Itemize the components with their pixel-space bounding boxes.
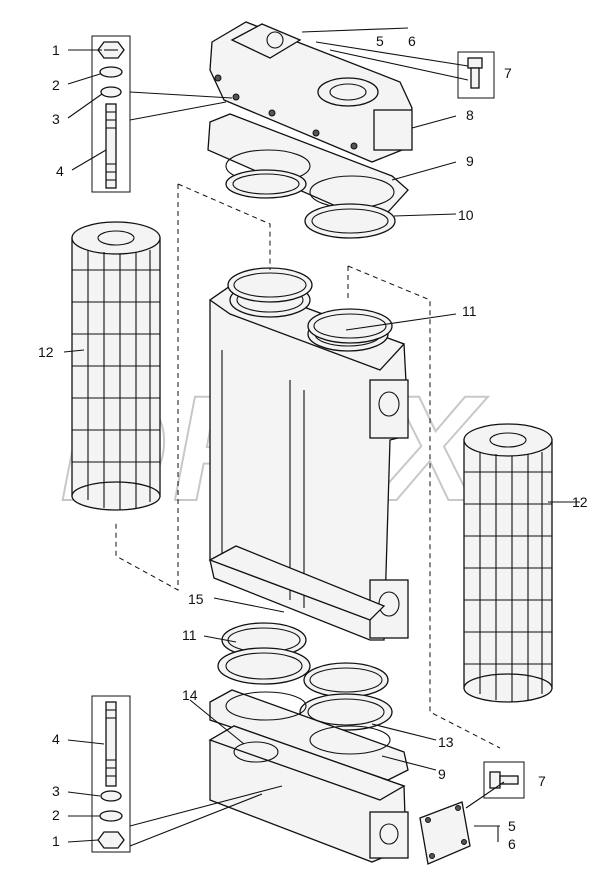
callout-c11-top: 11 xyxy=(462,303,477,319)
callout-c3-top: 3 xyxy=(52,111,60,127)
alignment-lines xyxy=(115,183,501,749)
bottom-nut xyxy=(97,831,125,849)
top-washer-2 xyxy=(99,66,123,78)
callout-c12-right: 12 xyxy=(572,494,588,510)
callout-c6-top: 6 xyxy=(408,33,416,49)
top-o-ring xyxy=(225,169,396,239)
callout-c1-top: 1 xyxy=(52,42,60,58)
callout-c11-bot: 11 xyxy=(182,627,197,643)
callout-c5-top: 5 xyxy=(376,33,384,49)
callout-c13: 13 xyxy=(438,734,454,750)
callout-c4-bot: 4 xyxy=(52,731,60,747)
top-washer-3 xyxy=(100,86,122,98)
bottom-o-rings xyxy=(217,622,393,731)
callout-c5-bot: 5 xyxy=(508,818,516,834)
callout-c10: 10 xyxy=(458,207,474,223)
callout-c6-bot: 6 xyxy=(508,836,516,852)
upper-inner-o-rings xyxy=(227,267,393,344)
bottom-cover xyxy=(208,725,409,863)
callout-c7-bot: 7 xyxy=(538,773,546,789)
top-stud-bolt xyxy=(105,103,117,189)
callout-c14: 14 xyxy=(182,687,198,703)
callout-c7-top: 7 xyxy=(504,65,512,81)
callout-c15: 15 xyxy=(188,591,204,607)
callout-c9-bot: 9 xyxy=(438,766,446,782)
bottom-washer-3 xyxy=(100,790,122,802)
leader-lines xyxy=(63,27,580,847)
callout-c12-left: 12 xyxy=(38,344,54,360)
callout-c3-bot: 3 xyxy=(52,783,60,799)
left-filter-element xyxy=(71,221,161,511)
bottom-washer-2 xyxy=(99,810,123,822)
callout-c1-bot: 1 xyxy=(52,833,60,849)
bottom-gasket xyxy=(209,689,409,781)
callout-c2-bot: 2 xyxy=(52,807,60,823)
top-bolt-7 xyxy=(467,57,483,89)
callout-c2-top: 2 xyxy=(52,77,60,93)
callout-c4-top: 4 xyxy=(56,163,64,179)
callout-c9-top: 9 xyxy=(466,153,474,169)
top-cover xyxy=(209,21,413,163)
bottom-cover-plate xyxy=(419,801,471,865)
right-filter-element xyxy=(463,423,553,703)
bottom-stud-bolt xyxy=(105,701,117,787)
callout-labels: 1 2 3 4 5 6 7 8 9 10 11 12 12 15 11 14 1… xyxy=(38,33,588,852)
callout-c8: 8 xyxy=(466,107,474,123)
